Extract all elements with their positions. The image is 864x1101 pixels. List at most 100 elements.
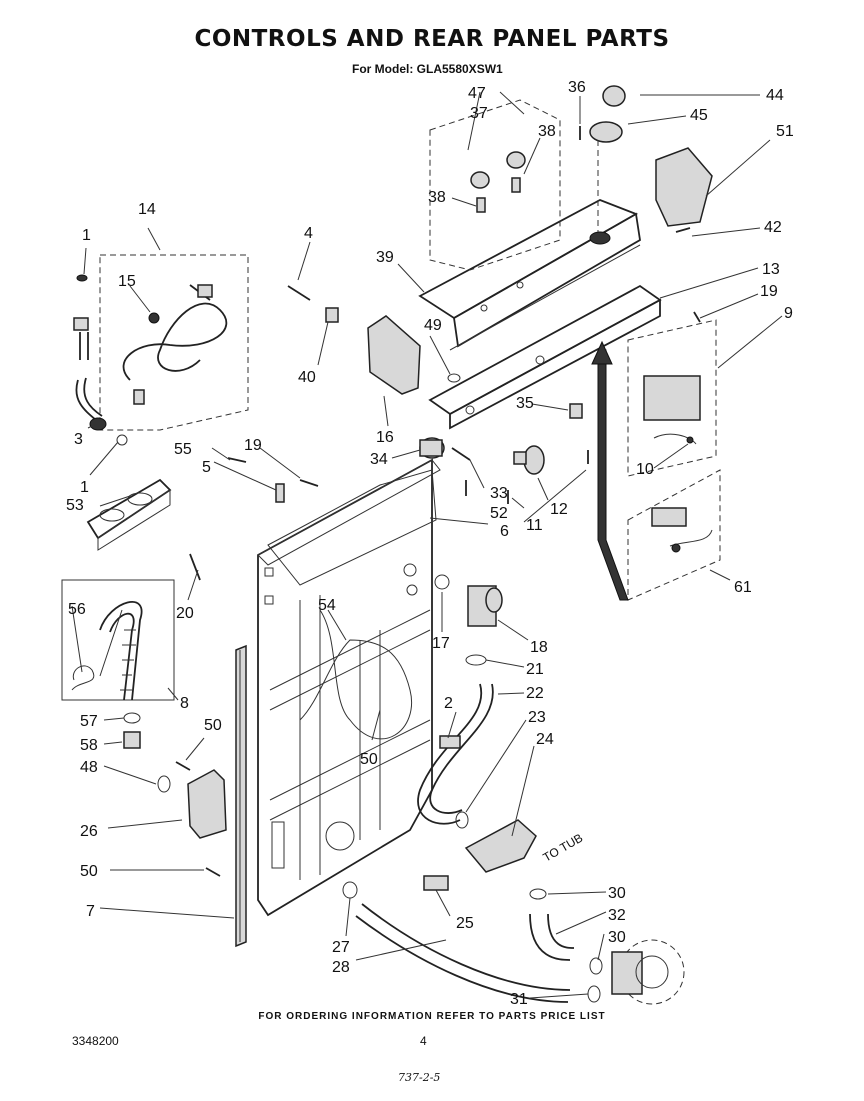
switch-body [513,451,527,465]
drain-hose-group [61,579,175,701]
callout-30a: 30 [608,885,626,902]
callout-23: 23 [528,709,546,726]
rear-grille [86,478,172,551]
clamp-30b [589,957,603,975]
callout-10: 10 [636,461,654,478]
bracket-2 [439,735,461,749]
callout-57: 57 [80,713,98,730]
spring-49 [447,373,461,383]
clamp-ring [157,775,171,793]
callout-11: 11 [526,517,543,534]
callout-50a: 50 [204,717,222,734]
callout-48: 48 [80,759,98,776]
callout-56: 56 [68,601,86,618]
callout-18: 18 [530,639,548,656]
retainer [325,307,339,323]
callout-49: 49 [424,317,442,334]
timer-group [627,319,717,477]
callout-37: 37 [470,105,488,122]
callout-7: 7 [86,903,95,920]
callout-6: 6 [500,523,509,540]
capacitor-body [419,439,443,457]
callout-19a: 19 [244,437,262,454]
clamp-27 [342,881,358,899]
hose-adapter [123,731,141,749]
callout-50b: 50 [360,751,378,768]
clamp-23 [455,811,469,829]
callout-25: 25 [456,915,474,932]
callout-50c: 50 [80,863,98,880]
callout-38b: 38 [538,123,556,140]
page-number: 4 [420,1034,427,1048]
callout-labels: 1 1 2 3 4 5 6 7 8 9 10 11 12 13 14 15 16… [66,79,794,1008]
console-end-cap [367,315,421,395]
callout-1a: 1 [82,227,91,244]
callout-52: 52 [490,505,508,522]
callout-61: 61 [734,579,752,596]
control-console [418,199,641,351]
selector-switch [523,445,545,475]
callout-47: 47 [468,85,486,102]
callout-14: 14 [138,201,156,218]
callout-35: 35 [516,395,534,412]
callout-27: 27 [332,939,350,956]
side-trim-strip [235,644,247,948]
callout-40: 40 [298,369,316,386]
pump-hose-32 [529,913,571,961]
callout-19b: 19 [760,283,778,300]
callout-53: 53 [66,497,84,514]
callout-33: 33 [490,485,508,502]
bracket-33 [451,447,471,461]
page-title: CONTROLS AND REAR PANEL PARTS [194,26,670,52]
callout-22: 22 [526,685,544,702]
rear-panel [257,458,441,917]
callout-32: 32 [608,907,626,924]
callout-3: 3 [74,431,83,448]
callout-9: 9 [784,305,793,322]
drain-bracket [187,769,227,839]
callout-45: 45 [690,107,708,124]
callout-15: 15 [118,273,136,290]
model-subtitle: For Model: GLA5580XSW1 [352,62,503,76]
control-bracket [428,284,662,430]
callout-26: 26 [80,823,98,840]
fill-hose [417,683,483,825]
knob-group [429,99,561,271]
callout-38a: 38 [428,189,446,206]
ordering-note: FOR ORDERING INFORMATION REFER TO PARTS … [258,1011,606,1022]
callout-58: 58 [80,737,98,754]
water-valve [434,574,503,627]
callout-24: 24 [536,731,554,748]
module-group [591,340,721,601]
fill-inlet [464,819,537,873]
wire-harness [299,609,412,740]
callout-42: 42 [764,219,782,236]
callout-20: 20 [176,605,194,622]
callout-13: 13 [762,261,780,278]
hose-clamp [123,712,141,724]
callout-4: 4 [304,225,313,242]
pump-assembly [611,939,685,1005]
power-cord-group [99,254,249,431]
callout-55: 55 [174,441,192,458]
callout-5: 5 [202,459,211,476]
clamp-21 [465,654,487,666]
callout-30b: 30 [608,929,626,946]
callout-17: 17 [432,635,450,652]
callout-39: 39 [376,249,394,266]
drain-hose-28 [361,903,571,991]
callout-54: 54 [318,597,336,614]
callout-1b: 1 [80,479,89,496]
rotary-switch [569,403,583,419]
clamp-30 [529,888,547,900]
switch-51 [655,147,713,227]
callout-51: 51 [776,123,794,140]
timer-knob [602,85,626,107]
to-tub-annotation: TO TUB [541,831,586,865]
clamp-31 [587,985,601,1003]
leader-lines [71,91,783,999]
callout-36: 36 [568,79,586,96]
callout-31: 31 [510,991,528,1008]
callout-44: 44 [766,87,784,104]
